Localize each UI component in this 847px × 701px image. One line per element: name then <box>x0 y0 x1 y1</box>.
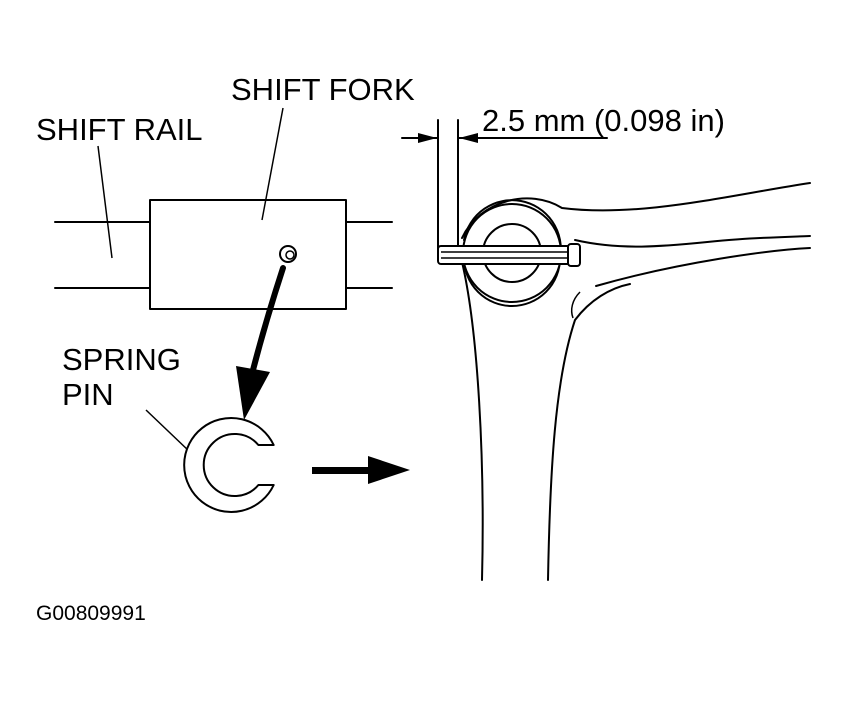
shift-rail <box>54 221 393 289</box>
spring-pin-label-line1: SPRING <box>62 342 181 377</box>
spring-pin-leader <box>145 409 191 453</box>
figure-id: G00809991 <box>36 602 146 625</box>
shift-fork-outline <box>461 182 811 581</box>
down-arrow-icon <box>236 265 286 420</box>
spring-pin-label-line2: PIN <box>62 377 114 412</box>
right-arrow-icon <box>312 456 410 484</box>
installed-spring-pin <box>437 243 581 267</box>
shift-fork-body <box>149 199 347 310</box>
dimension-marks <box>401 119 608 253</box>
shift-rail-label: SHIFT RAIL <box>36 112 203 147</box>
spring-pin-c <box>183 417 275 513</box>
shift-fork-leader <box>261 107 284 221</box>
spring-pin-hole <box>279 245 297 263</box>
dimension-label: 2.5 mm (0.098 in) <box>482 103 725 138</box>
shift-fork-label: SHIFT FORK <box>231 72 415 107</box>
shift-rail-leader <box>97 145 113 259</box>
